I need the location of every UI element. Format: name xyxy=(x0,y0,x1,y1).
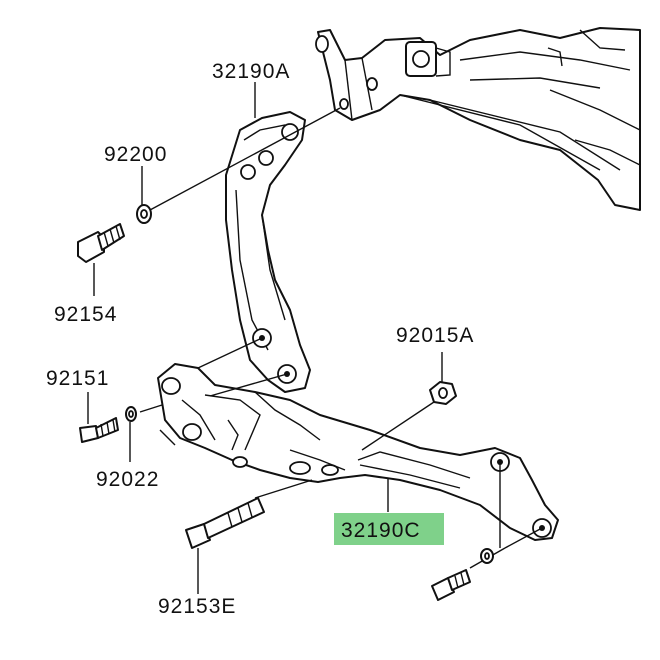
label-92154: 92154 xyxy=(54,303,117,326)
label-32190a: 32190A xyxy=(212,60,290,83)
bolt-lower-right xyxy=(431,569,471,601)
bracket-upper-32190a xyxy=(225,111,311,393)
long-bolt-92153e xyxy=(185,497,265,549)
washer-92022 xyxy=(125,406,137,422)
washer-92200 xyxy=(136,204,152,224)
label-92015a: 92015A xyxy=(396,324,474,347)
label-32190c: 32190C xyxy=(341,519,421,542)
washer-lower-right xyxy=(480,548,494,564)
bracket-lower-32190c xyxy=(157,363,559,541)
alignment-lines xyxy=(139,107,543,569)
nut-92015a xyxy=(429,381,457,405)
label-92200: 92200 xyxy=(104,143,167,166)
label-92022: 92022 xyxy=(96,468,159,491)
bolt-92154 xyxy=(77,223,125,263)
frame-housing xyxy=(315,27,641,211)
label-leaders xyxy=(87,82,443,594)
label-92153e: 92153E xyxy=(158,595,236,618)
bolt-92151 xyxy=(79,417,119,443)
highlight-box xyxy=(334,513,444,545)
label-92151: 92151 xyxy=(46,367,109,390)
